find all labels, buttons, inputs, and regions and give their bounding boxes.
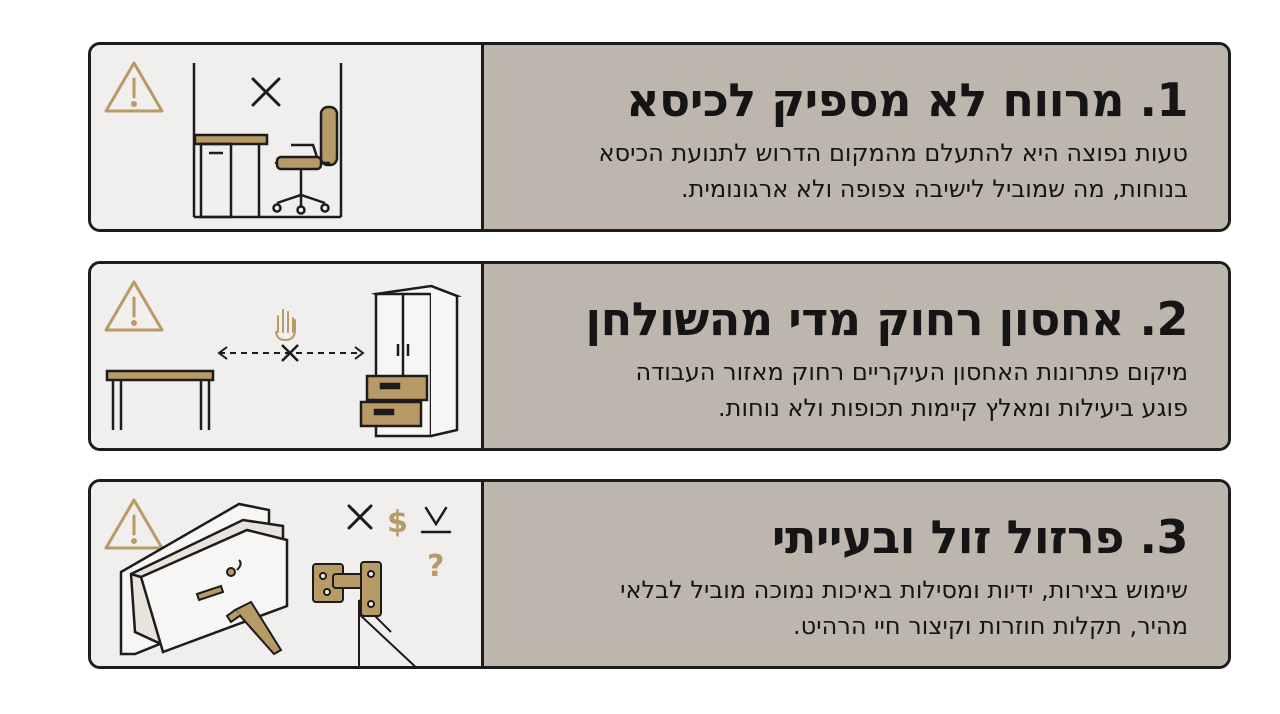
question-icon: ? — [427, 549, 444, 584]
hinge-icon — [312, 561, 417, 666]
card-1-description: טעות נפוצה היא להתעלם מהמקום הדרוש לתנוע… — [504, 135, 1189, 207]
card-3-illustration: $ ? — [91, 482, 481, 666]
card-3-text: 3. פרזול זול ובעייתי שימוש בצירות, ידיות… — [484, 482, 1228, 666]
x-mark-icon — [347, 504, 373, 530]
card-1-title: 1. מרווח לא מספיק לכיסא — [626, 73, 1188, 127]
warning-icon — [104, 61, 164, 113]
card-3-description: שימוש בצירות, ידיות ומסילות באיכות נמוכה… — [504, 572, 1188, 644]
card-2-illustration — [91, 264, 481, 448]
x-mark-icon — [251, 77, 281, 107]
mistake-card-2: 2. אחסון רחוק מדי מהשולחן מיקום פתרונות … — [88, 261, 1231, 451]
wardrobe-icon — [359, 284, 462, 438]
distance-arrow-icon — [217, 344, 365, 362]
card-3-desc-line-1: שימוש בצירות, ידיות ומסילות באיכות נמוכה… — [620, 576, 1188, 604]
card-1-text: 1. מרווח לא מספיק לכיסא טעות נפוצה היא ל… — [484, 45, 1228, 229]
office-chair-icon — [272, 105, 339, 215]
mistake-card-3: $ ? 3. פרזול זול ובעייתי שימו — [88, 479, 1231, 669]
dollar-icon: $ — [387, 505, 408, 540]
card-1-illustration — [91, 45, 481, 229]
card-2-description: מיקום פתרונות האחסון העיקריים רחוק מאזור… — [504, 354, 1189, 426]
mistake-card-1: 1. מרווח לא מספיק לכיסא טעות נפוצה היא ל… — [88, 42, 1231, 232]
card-2-text: 2. אחסון רחוק מדי מהשולחן מיקום פתרונות … — [484, 264, 1228, 448]
card-1-desc-line-1: טעות נפוצה היא להתעלם מהמקום הדרוש לתנוע… — [598, 139, 1189, 167]
warning-icon — [104, 280, 164, 332]
card-3-desc-line-2: מהיר, תקלות חוזרות וקיצור חיי הרהיט. — [793, 612, 1188, 640]
hand-icon — [275, 309, 296, 342]
desk-icon — [193, 133, 269, 219]
warning-icon — [104, 498, 164, 550]
card-1-desc-line-2: בנוחות, מה שמוביל לישיבה צפופה ולא ארגונ… — [681, 175, 1188, 203]
card-2-desc-line-2: פוגע ביעילות ומאלץ קיימות תכופות ולא נוח… — [718, 394, 1188, 422]
card-2-divider — [481, 264, 484, 448]
card-2-title: 2. אחסון רחוק מדי מהשולחן — [585, 292, 1188, 346]
handle-icon — [195, 559, 283, 656]
card-1-divider — [481, 45, 484, 229]
card-3-title: 3. פרזול זול ובעייתי — [771, 510, 1189, 564]
card-3-divider — [481, 482, 484, 666]
table-icon — [105, 369, 215, 430]
card-2-desc-line-1: מיקום פתרונות האחסון העיקריים רחוק מאזור… — [635, 358, 1189, 386]
check-icon — [420, 506, 452, 534]
